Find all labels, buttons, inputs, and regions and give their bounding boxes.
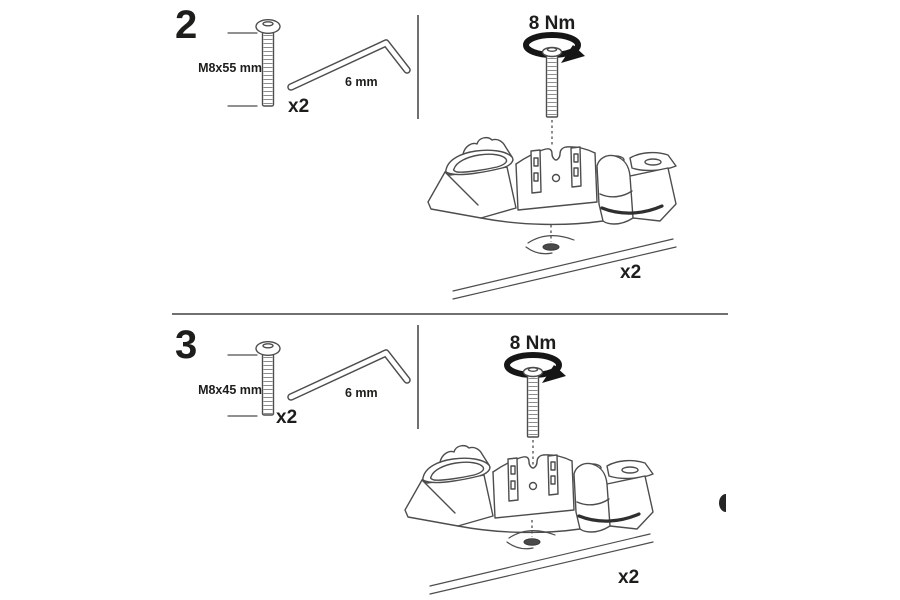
roof-surface-lines [429,533,654,595]
section-divider [172,313,728,315]
parts-divider [417,15,419,119]
bolt-icon [227,340,281,417]
step-number: 2 [175,3,197,47]
roof-hole-illustration [525,225,575,255]
hex-key-size-label: 6 mm [345,75,378,89]
step-number: 3 [175,323,197,367]
bolt-quantity-label: x2 [276,407,298,428]
torque-arrow-icon [504,352,566,466]
bolt-icon [227,18,281,107]
repeat-quantity-label: x2 [620,262,642,283]
mounting-foot-illustration [404,444,654,534]
parts-divider [417,325,419,429]
bolt-quantity-label: x2 [288,96,310,117]
step-3-section: 3 M8x45 mm x2 6 mm 8 Nm [0,315,900,600]
hex-key-icon [287,349,411,401]
roof-surface-lines [452,238,677,300]
torque-label: 8 Nm [509,333,557,354]
print-artifact-crescent [719,494,726,512]
torque-label: 8 Nm [528,13,576,34]
torque-arrow-icon [523,32,585,146]
mounting-foot-illustration [427,136,677,226]
bolt-size-label: M8x45 mm [198,383,262,397]
hex-key-icon [287,39,411,91]
roof-hole-illustration [506,520,556,550]
bolt-size-label: M8x55 mm [198,61,262,75]
hex-key-size-label: 6 mm [345,386,378,400]
repeat-quantity-label: x2 [618,567,640,588]
step-2-section: 2 M8x55 mm x2 6 mm 8 Nm [175,3,677,300]
